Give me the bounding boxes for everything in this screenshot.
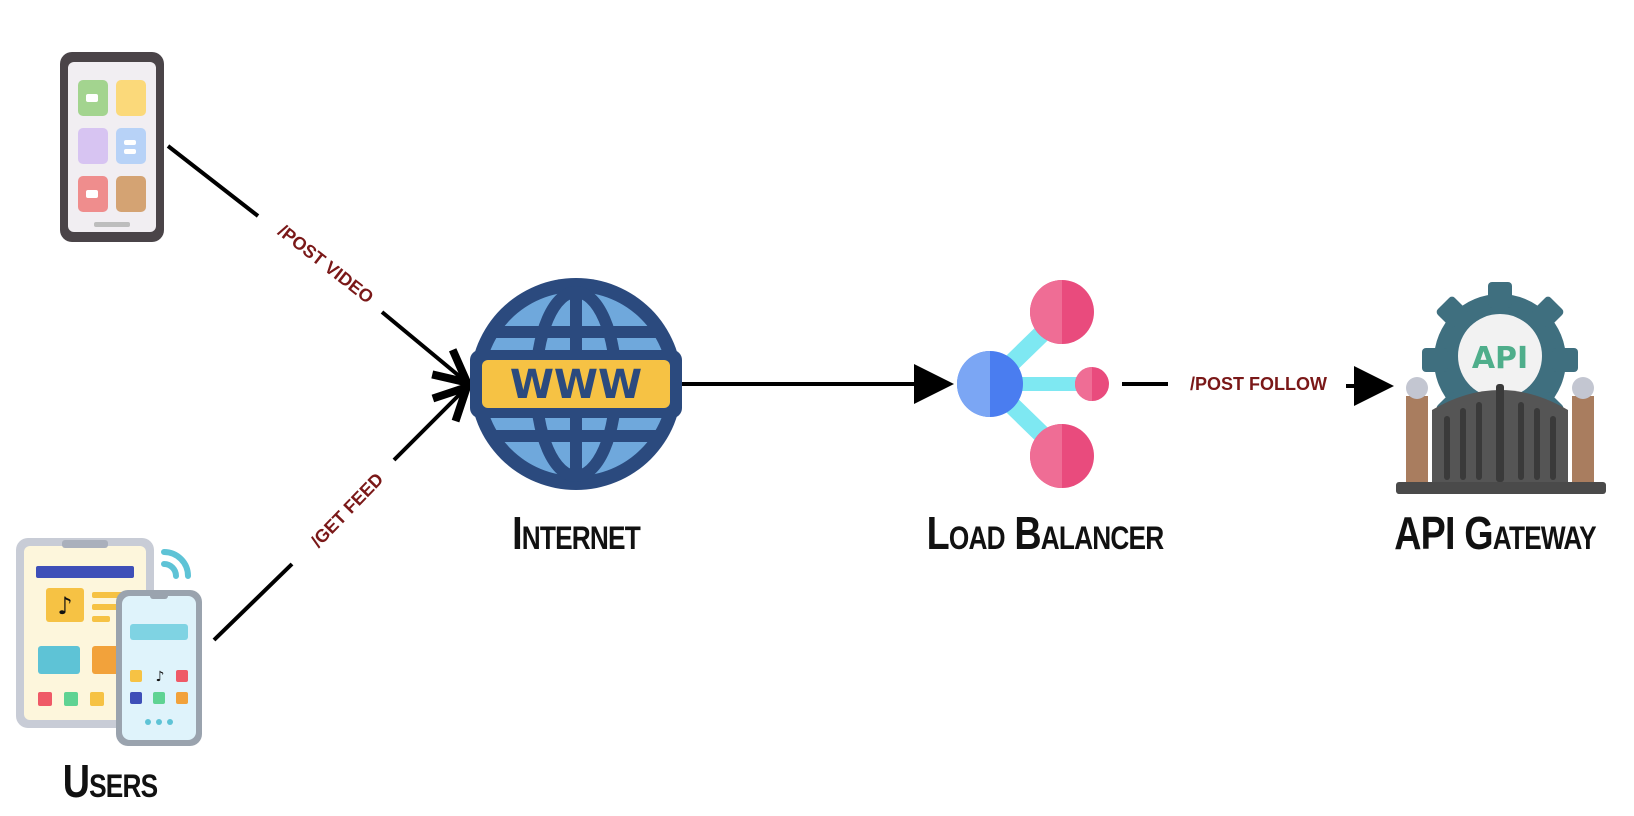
load-balancer-icon [957,280,1109,488]
globe-badge-text: WWW [510,362,642,408]
edge-post-video [166,144,464,380]
load-balancer-label: Load Balancer [926,507,1165,559]
users-label: Users [62,755,158,807]
edge-post-follow [1122,366,1394,406]
edge-label-post-follow: /POST FOLLOW [1190,374,1327,394]
globe-www-icon: WWW [470,278,682,490]
mobile-phone-icon [60,52,164,242]
users-devices-icon: ♪ ♪ [16,538,202,746]
internet-label: Internet [512,507,641,559]
svg-text:♪: ♪ [156,669,165,685]
svg-text:♪: ♪ [57,592,72,620]
api-gate-icon: API [1396,282,1606,494]
edge-get-feed [212,390,464,642]
api-gateway-label: API Gateway [1394,507,1596,559]
gate-badge-text: API [1472,341,1528,376]
